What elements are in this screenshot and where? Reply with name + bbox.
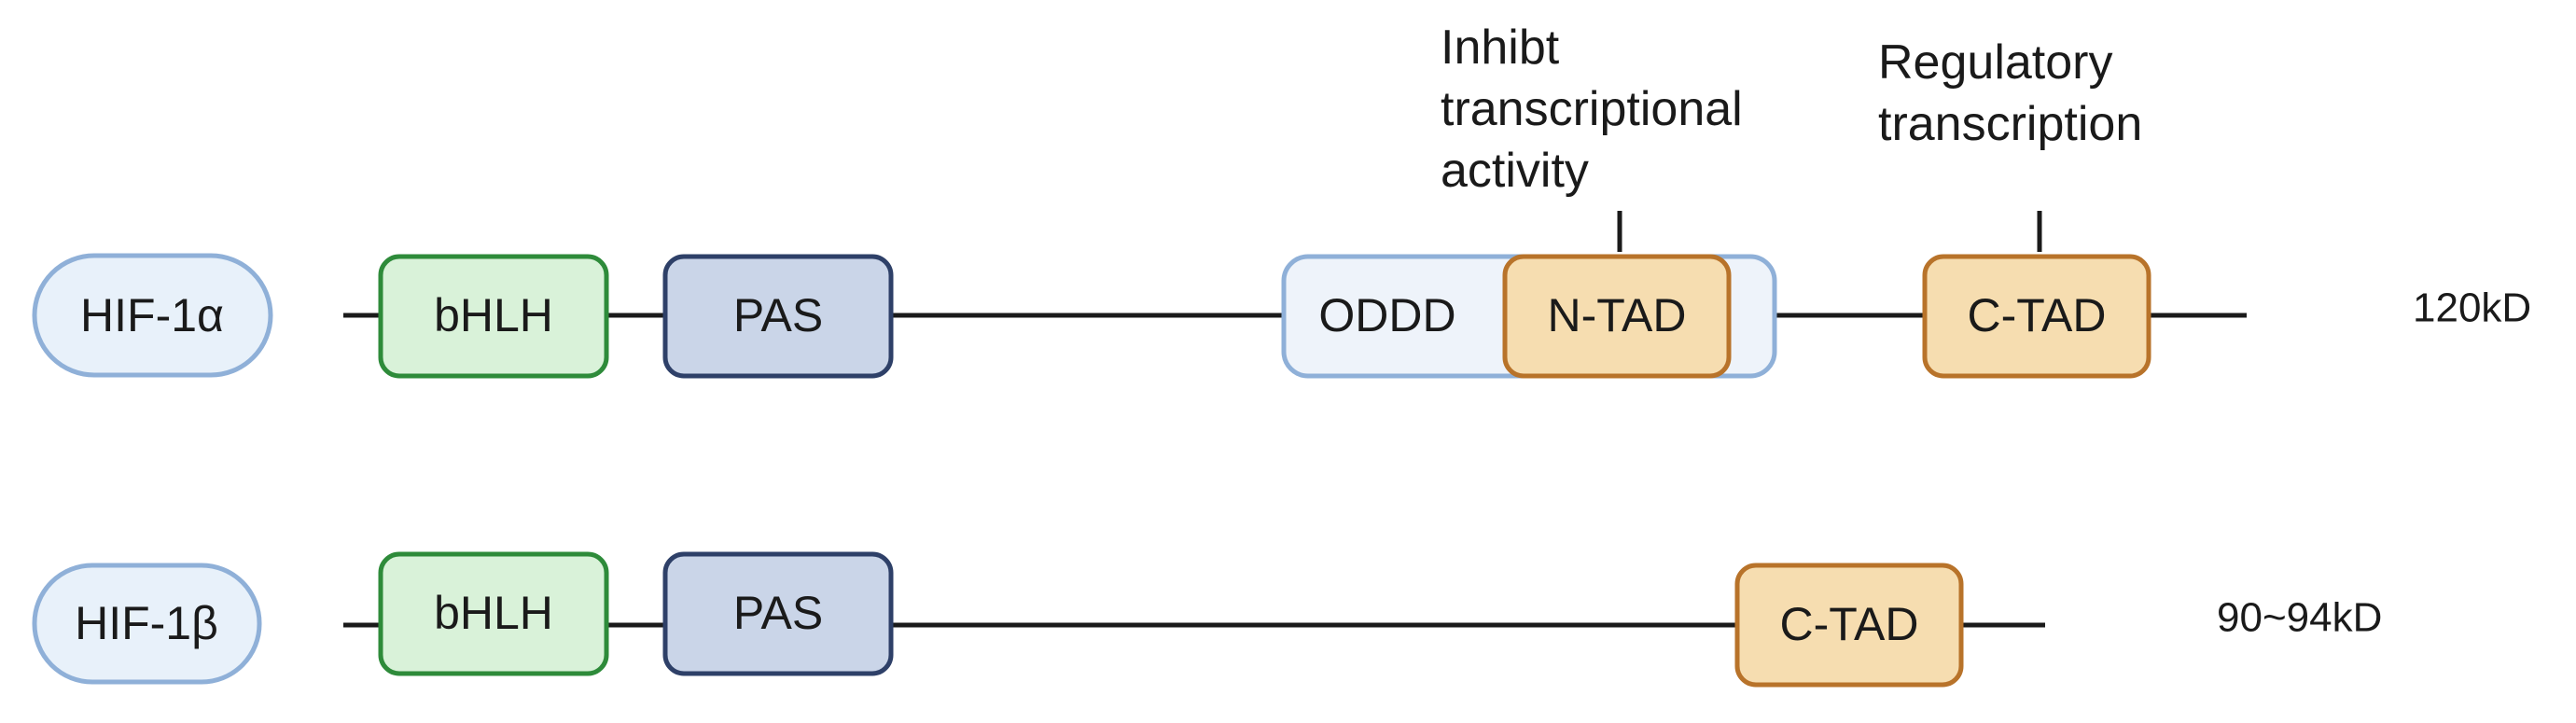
ctad-annotation-line-1: Regulatory xyxy=(1878,35,2112,90)
hif1-alpha-pas-label: PAS xyxy=(733,289,823,341)
hif1-alpha-oddd-label: ODDD xyxy=(1318,289,1455,341)
hif1-beta-bhlh-label: bHLH xyxy=(434,587,553,639)
hif1-alpha-row: HIF-1α bHLH PAS ODDD N-TAD C-TAD 120kD xyxy=(32,253,2531,379)
hif1-alpha-name: HIF-1α xyxy=(80,289,224,341)
hif1-alpha-bhlh-label: bHLH xyxy=(434,289,553,341)
hif1-beta-pas-domain xyxy=(662,551,894,676)
ntad-annotation: Inhibt transcriptional activity xyxy=(1441,21,1743,252)
hif1-alpha-name-pill xyxy=(32,253,273,378)
ntad-annotation-line-2: transcriptional xyxy=(1441,82,1743,136)
hif1-alpha-bhlh-domain xyxy=(378,254,609,379)
hif1-alpha-ntad-label: N-TAD xyxy=(1547,289,1686,341)
hif1-alpha-pas-domain xyxy=(662,254,894,379)
hif1-beta-bhlh-domain xyxy=(378,551,609,676)
hif1-beta-ctad-label: C-TAD xyxy=(1779,598,1918,650)
hif1-beta-size: 90~94kD xyxy=(2217,595,2382,641)
ctad-annotation-line-2: transcription xyxy=(1878,97,2142,151)
hif1-alpha-ntad-domain xyxy=(1502,254,1732,379)
hif1-alpha-ctad-domain xyxy=(1922,254,2151,379)
ntad-annotation-line-3: activity xyxy=(1441,144,1589,198)
ctad-annotation: Regulatory transcription xyxy=(1878,35,2142,252)
hif1-beta-row: HIF-1β bHLH PAS C-TAD 90~94kD xyxy=(32,551,2382,688)
hif1-beta-name-pill xyxy=(32,563,262,685)
hif1-beta-pas-label: PAS xyxy=(733,587,823,639)
hif1-alpha-ctad-label: C-TAD xyxy=(1967,289,2106,341)
ntad-annotation-line-1: Inhibt xyxy=(1441,21,1560,75)
hif1-beta-name: HIF-1β xyxy=(75,597,218,649)
hif1-beta-ctad-domain xyxy=(1734,563,1964,688)
hif1-alpha-size: 120kD xyxy=(2413,285,2531,331)
